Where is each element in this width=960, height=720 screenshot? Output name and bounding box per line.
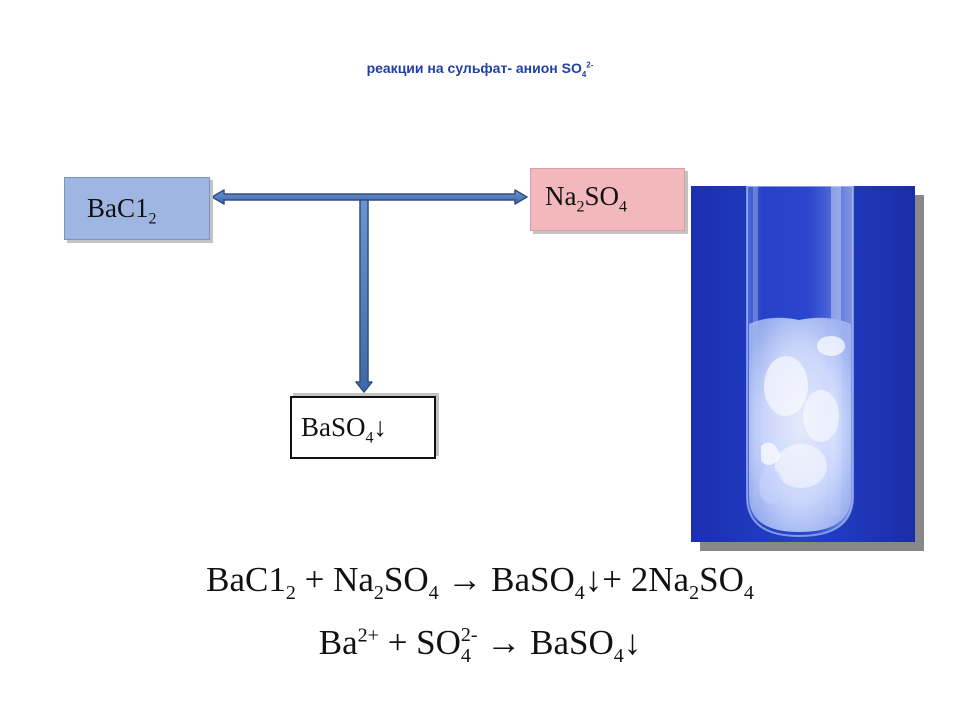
arrow-down-vertical	[355, 199, 373, 393]
na2so4-box: Na2SO4	[530, 168, 685, 231]
slide-title: реакции на сульфат- анион SO42-	[366, 60, 594, 79]
ionic-equation: Ba2+ + SO42- → BaSO4↓	[318, 623, 642, 667]
molecular-equation: BaC12 + Na2SO4 → BaSO4↓+ 2Na2SO4	[206, 560, 754, 604]
baso4-precipitate-box: BaSO4↓	[290, 396, 436, 459]
bacl2-box: BaC12	[64, 177, 210, 240]
test-tube-precipitate-image	[691, 186, 915, 542]
test-tube-photo	[691, 186, 915, 542]
double-arrow-horizontal	[211, 189, 528, 205]
